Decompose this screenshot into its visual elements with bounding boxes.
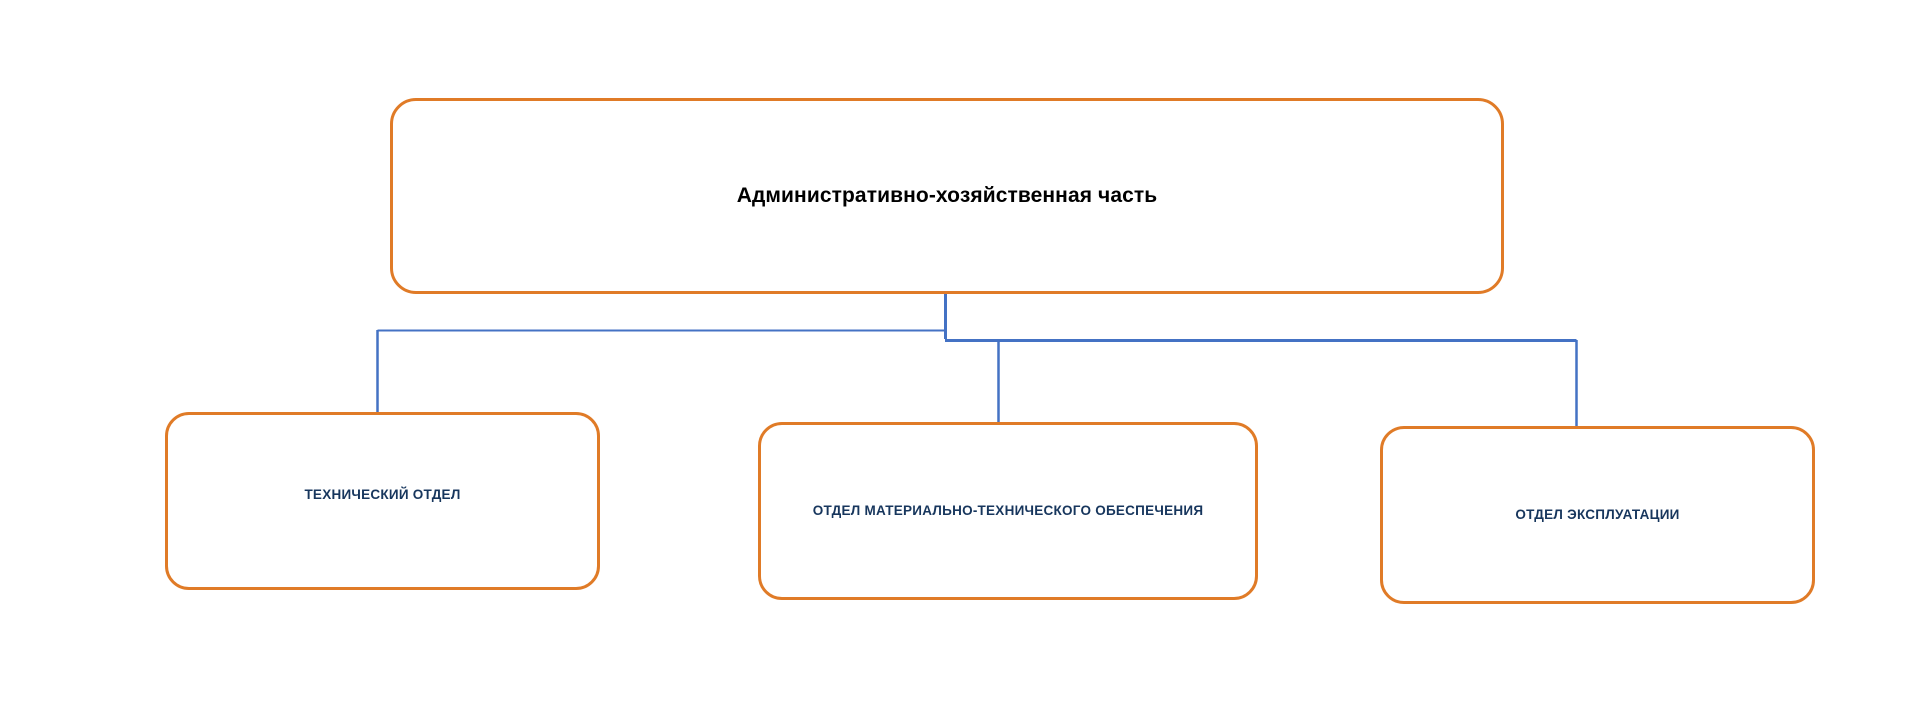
node-child-3-label: ОТДЕЛ ЭКСПЛУАТАЦИИ: [1515, 506, 1680, 522]
node-operations-department[interactable]: ОТДЕЛ ЭКСПЛУАТАЦИИ: [1380, 426, 1815, 604]
node-material-technical-supply-department[interactable]: ОТДЕЛ МАТЕРИАЛЬНО-ТЕХНИЧЕСКОГО ОБЕСПЕЧЕН…: [758, 422, 1258, 600]
node-child-2-label: ОТДЕЛ МАТЕРИАЛЬНО-ТЕХНИЧЕСКОГО ОБЕСПЕЧЕН…: [812, 502, 1204, 518]
node-root-label: Административно-хозяйственная часть: [736, 184, 1158, 208]
node-child-1-label: ТЕХНИЧЕСКИЙ ОТДЕЛ: [304, 486, 461, 502]
node-root[interactable]: Административно-хозяйственная часть: [390, 98, 1504, 294]
node-technical-department[interactable]: ТЕХНИЧЕСКИЙ ОТДЕЛ: [165, 412, 600, 590]
